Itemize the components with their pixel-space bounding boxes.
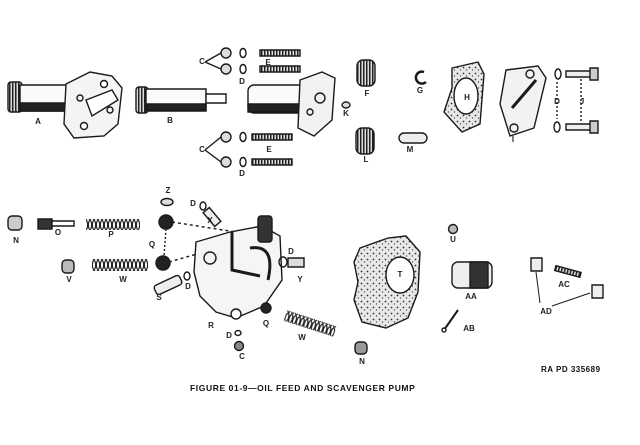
part-c-nut <box>235 342 244 351</box>
part-label-o: O <box>54 228 62 237</box>
part-label-ac: AC <box>558 280 570 289</box>
part-c-nuts-lower <box>205 132 292 167</box>
part-label-j: J <box>579 97 585 106</box>
part-label-d: D <box>239 77 245 86</box>
part-label-d: D <box>288 247 294 256</box>
part-r-pump-body <box>194 216 282 319</box>
part-label-a: A <box>35 117 41 126</box>
part-label-f: F <box>364 89 370 98</box>
part-label-aa: AA <box>465 292 477 301</box>
part-label-n: N <box>13 236 19 245</box>
part-x-screw <box>203 208 221 227</box>
part-ac-spring <box>555 266 581 278</box>
part-label-p: P <box>108 230 114 239</box>
part-label-d: D <box>239 169 245 178</box>
part-label-k: K <box>343 109 349 118</box>
part-label-h: H <box>464 93 470 102</box>
part-label-b: B <box>167 116 173 125</box>
part-label-c: C <box>199 57 205 66</box>
part-label-u: U <box>450 235 456 244</box>
part-label-d: D <box>554 97 560 106</box>
part-label-v: V <box>66 275 72 284</box>
part-label-z: Z <box>165 186 171 195</box>
part-y-screw <box>288 258 304 267</box>
part-label-d: D <box>226 331 232 340</box>
part-n-plug <box>8 216 22 230</box>
part-q-ball-upper <box>159 215 173 229</box>
part-b-shaft <box>136 87 226 113</box>
part-label-d: D <box>190 199 196 208</box>
part-ab-pin <box>444 310 458 330</box>
figure-caption: FIGURE 01-9—OIL FEED AND SCAVENGER PUMP <box>190 383 416 393</box>
part-label-i: I <box>511 135 515 144</box>
part-ad-vane-right <box>592 285 603 298</box>
part-label-c: C <box>239 352 245 361</box>
part-label-s: S <box>156 293 162 302</box>
part-label-m: M <box>406 145 414 154</box>
part-label-e: E <box>266 145 272 154</box>
figure-reference: RA PD 335689 <box>541 365 601 374</box>
part-label-n: N <box>359 357 365 366</box>
part-label-e: E <box>265 58 271 67</box>
part-label-ad: AD <box>540 307 552 316</box>
part-label-w: W <box>298 333 306 342</box>
part-label-g: G <box>416 86 424 95</box>
part-k-key <box>342 102 350 108</box>
part-w-spring <box>92 259 148 271</box>
part-label-d: D <box>185 282 191 291</box>
part-z <box>161 199 173 206</box>
part-label-r: R <box>208 321 214 330</box>
part-i-cover <box>500 66 546 136</box>
part-label-x: X <box>207 216 213 225</box>
part-p-spring <box>86 219 140 230</box>
part-label-q: Q <box>148 240 156 249</box>
part-w-spring-lower <box>283 310 337 337</box>
part-label-w: W <box>119 275 127 284</box>
part-c-nuts-upper <box>205 48 300 74</box>
part-ad-vane-left <box>531 258 542 271</box>
part-v-plug <box>62 260 74 273</box>
part-label-t: T <box>397 270 403 279</box>
part-label-c: C <box>199 145 205 154</box>
part-label-q: Q <box>262 319 270 328</box>
part-o-valve <box>38 219 52 229</box>
part-pump-body-upper <box>248 72 335 136</box>
part-m-pin <box>399 133 427 143</box>
part-j-bolt <box>566 71 592 77</box>
part-n-plug-lower <box>355 342 367 354</box>
part-a-drive-shaft-housing <box>8 72 122 138</box>
part-q-ball-lower <box>156 256 170 270</box>
part-l-gear <box>356 128 374 154</box>
part-label-ab: AB <box>463 324 475 333</box>
part-g-snap-ring <box>416 72 426 84</box>
part-label-l: L <box>363 155 369 164</box>
part-s-bolt <box>153 275 183 296</box>
part-f-gear <box>357 60 375 86</box>
part-label-y: Y <box>297 275 303 284</box>
part-u-nut <box>449 225 458 234</box>
